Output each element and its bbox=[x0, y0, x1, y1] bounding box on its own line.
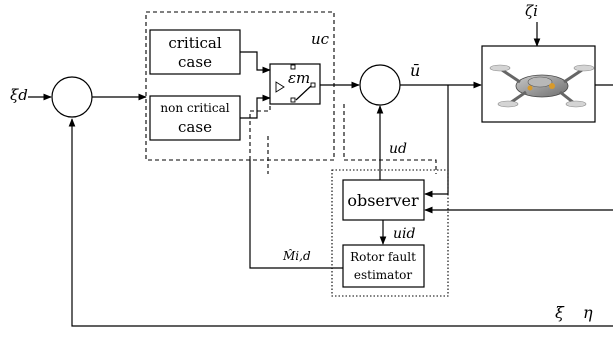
label-epsilon-m: εm bbox=[288, 69, 310, 87]
arrow-noncritical-to-switch bbox=[240, 94, 271, 119]
critical-case-block bbox=[149, 29, 241, 75]
summing-junction-control bbox=[359, 64, 401, 106]
label-zeta-i: ζi bbox=[525, 2, 538, 20]
label-ud: ud bbox=[389, 141, 407, 157]
switch-lever bbox=[295, 85, 312, 101]
non-critical-case-line1: non critical bbox=[160, 101, 229, 115]
label-uid: uid bbox=[393, 226, 415, 242]
switch-contact-out bbox=[310, 82, 316, 88]
dashed-observer-upper bbox=[343, 104, 437, 174]
mhat-dashed-to-switch bbox=[249, 104, 271, 160]
label-ubar: ū bbox=[410, 61, 420, 80]
label-xi: ξ bbox=[555, 303, 565, 322]
arrow-feedback-to-sum1 bbox=[68, 118, 613, 327]
switch-contact-top bbox=[290, 64, 296, 70]
critical-case-line2: case bbox=[178, 53, 212, 71]
observer-label: observer bbox=[347, 191, 419, 210]
label-xi-d: ξd bbox=[10, 86, 28, 104]
rotor-fault-line2: estimator bbox=[354, 268, 413, 282]
label-mhat: M̂i,d bbox=[282, 248, 311, 263]
observer-fault-container bbox=[331, 169, 449, 297]
summing-junction-error bbox=[51, 76, 93, 118]
label-uc: uc bbox=[311, 30, 330, 48]
rotor-fault-estimator-block bbox=[342, 244, 425, 288]
label-eta: η bbox=[583, 303, 593, 322]
non-critical-case-line2: case bbox=[178, 118, 212, 136]
rotor-fault-line1: Rotor fault bbox=[350, 250, 416, 264]
switch-contact-bottom bbox=[290, 97, 296, 103]
arrow-ubar-to-observer bbox=[424, 85, 449, 198]
switch-triangle-icon bbox=[275, 81, 285, 93]
arrow-critical-to-switch bbox=[240, 51, 271, 74]
quadrotor-drone-icon bbox=[489, 64, 595, 108]
observer-block bbox=[342, 179, 425, 221]
mhat-solid-line bbox=[249, 160, 343, 269]
critical-case-line1: critical bbox=[168, 34, 222, 52]
controller-uc-container bbox=[145, 11, 335, 161]
